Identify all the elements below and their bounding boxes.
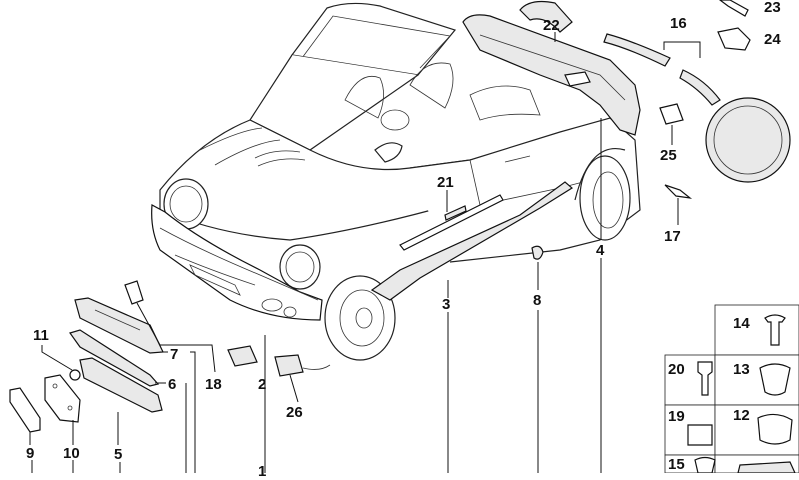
part-label-13: 13 xyxy=(733,361,750,378)
part-label-16: 16 xyxy=(670,15,687,32)
leader-lines xyxy=(29,32,701,473)
car-body-outline xyxy=(159,2,641,361)
part-label-14: 14 xyxy=(733,315,750,332)
part-label-25: 25 xyxy=(660,147,677,164)
rear-bumper xyxy=(462,14,641,136)
part-label-11: 11 xyxy=(33,327,49,344)
side-sill xyxy=(370,181,574,301)
part-label-21: 21 xyxy=(437,174,454,191)
part-label-15: 15 xyxy=(668,456,685,473)
part-label-24: 24 xyxy=(764,31,781,48)
part-label-8: 8 xyxy=(533,292,542,309)
part-label-5: 5 xyxy=(114,446,123,463)
part-label-9: 9 xyxy=(26,445,35,462)
part-label-1: 1 xyxy=(258,463,267,480)
part-label-26: 26 xyxy=(286,404,303,421)
part-label-2: 2 xyxy=(258,376,267,393)
part-label-6: 6 xyxy=(168,376,177,393)
fastener-grid xyxy=(664,304,799,473)
right-side-parts xyxy=(519,0,791,199)
part-label-12: 12 xyxy=(733,407,750,424)
part-label-22: 22 xyxy=(543,17,560,34)
part-label-18: 18 xyxy=(205,376,222,393)
part-label-23: 23 xyxy=(764,0,781,16)
part-label-4: 4 xyxy=(596,242,605,259)
front-bumper xyxy=(151,204,323,321)
part-label-19: 19 xyxy=(668,408,685,425)
part-label-3: 3 xyxy=(442,296,451,313)
front-grilles xyxy=(9,245,544,433)
part-label-20: 20 xyxy=(668,361,685,378)
part-label-17: 17 xyxy=(664,228,681,245)
part-label-7: 7 xyxy=(170,346,179,363)
part-label-10: 10 xyxy=(63,445,80,462)
